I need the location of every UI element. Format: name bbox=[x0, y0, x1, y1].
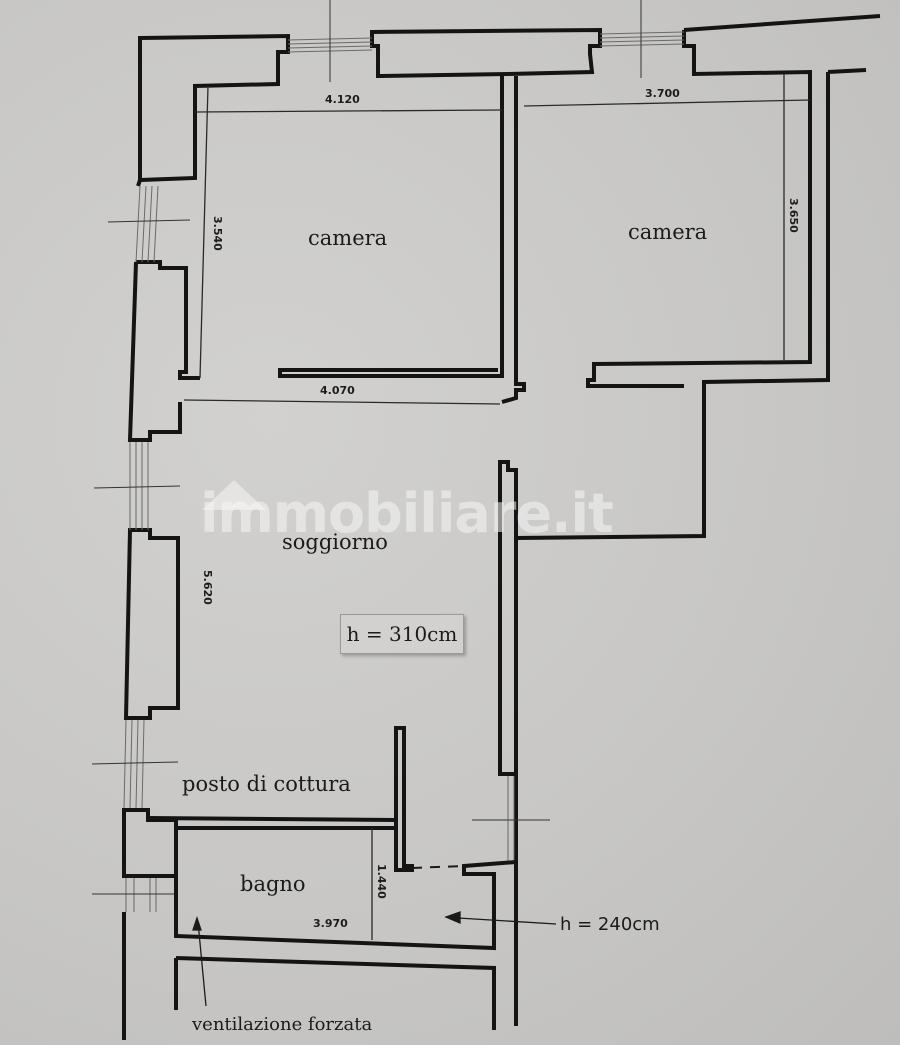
wall-cottura-bottom bbox=[147, 816, 397, 822]
window-left-2 bbox=[93, 442, 181, 530]
dim-soggiorno-width: 4.070 bbox=[320, 384, 355, 397]
wall-left-pier-1b bbox=[127, 261, 182, 442]
wall-bagno bbox=[174, 826, 517, 951]
wall-right-vert bbox=[514, 72, 830, 862]
wall-bottom-left bbox=[122, 912, 178, 1040]
wall-camera-divider bbox=[278, 76, 504, 378]
wall-top-middle bbox=[370, 27, 602, 79]
dim-line-soggiorno-width bbox=[183, 399, 501, 405]
dim-camera2-width: 3.700 bbox=[645, 87, 680, 100]
window-left-4 bbox=[92, 878, 178, 912]
window-top-1 bbox=[287, 0, 373, 82]
window-left-1 bbox=[107, 185, 191, 263]
room-camera-2: camera bbox=[628, 220, 708, 244]
dim-camera1-width: 4.120 bbox=[325, 93, 360, 106]
arrow-h240 bbox=[444, 911, 557, 925]
room-camera-1: camera bbox=[308, 226, 388, 250]
arrow-ventilation bbox=[192, 915, 207, 1007]
dim-bagno-width: 3.970 bbox=[313, 917, 348, 930]
dim-line-camera1-width bbox=[194, 109, 503, 113]
wall-right-outer bbox=[827, 68, 867, 74]
door-bagno-dashed bbox=[411, 865, 465, 869]
room-posto-cottura: posto di cottura bbox=[182, 772, 351, 796]
dim-line-camera1-depth bbox=[199, 85, 209, 379]
wall-left-pier-2 bbox=[123, 528, 180, 720]
dim-camera2-depth: 3.650 bbox=[787, 198, 800, 233]
height-label-service: h = 240cm bbox=[560, 914, 660, 935]
note-ventilation: ventilazione forzata bbox=[192, 1014, 373, 1035]
dim-line-camera2-width bbox=[523, 99, 811, 107]
dim-soggiorno-depth: 5.620 bbox=[201, 570, 214, 605]
window-top-2 bbox=[599, 0, 685, 78]
wall-top-right bbox=[683, 14, 881, 32]
wall-left-pier-1 bbox=[136, 260, 200, 380]
dim-camera1-depth: 3.540 bbox=[211, 216, 224, 251]
room-bagno: bagno bbox=[240, 872, 306, 896]
wall-cottura-partition bbox=[394, 726, 414, 872]
door-right bbox=[472, 776, 550, 862]
window-left-3 bbox=[91, 719, 179, 809]
wall-bottom-corridor bbox=[175, 956, 496, 1030]
dim-bagno-depth: 1.440 bbox=[375, 864, 388, 899]
wall-left-upper bbox=[136, 179, 142, 187]
wall-top-left bbox=[138, 33, 290, 183]
wall-top-right-inner bbox=[586, 30, 812, 388]
wall-soggiorno-right bbox=[498, 460, 518, 776]
height-label-main: h = 310cm bbox=[340, 614, 464, 654]
room-soggiorno: soggiorno bbox=[282, 530, 388, 554]
wall-camera-divider-right bbox=[501, 76, 526, 404]
